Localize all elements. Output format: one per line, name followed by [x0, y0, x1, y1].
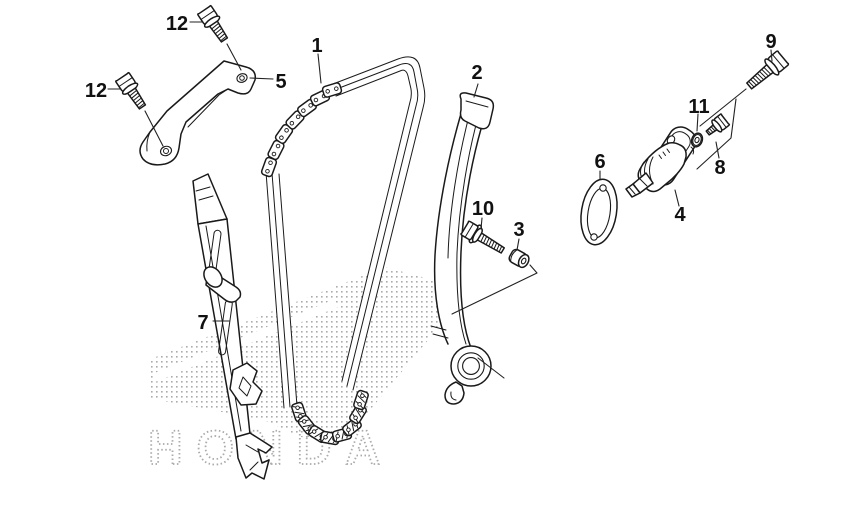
callout-10: 10 [472, 198, 494, 220]
part-washer-bolt [460, 220, 506, 254]
callout-3: 3 [513, 219, 524, 241]
leader-5 [249, 77, 274, 80]
callout-4: 4 [674, 204, 686, 226]
callout-5: 5 [275, 71, 286, 93]
part-cam-chain [260, 56, 426, 446]
part-washer [690, 132, 704, 148]
leader-12b-install [144, 110, 164, 147]
callout-11: 11 [688, 96, 709, 118]
guide-foot [235, 432, 273, 480]
watermark-wing-highlight [152, 299, 338, 382]
bracket-hole-right [236, 73, 248, 83]
callout-12a: 12 [166, 13, 188, 35]
bracket-hole-left [159, 145, 173, 157]
leader-pivot [477, 357, 505, 379]
callout-9: 9 [765, 31, 776, 53]
callout-12b: 12 [85, 80, 107, 102]
part-flange-bolt-12b [114, 71, 151, 113]
leader-9-install-2 [696, 98, 737, 170]
callout-2: 2 [471, 62, 482, 84]
leader-3-install [451, 264, 538, 315]
callout-7: 7 [197, 312, 208, 334]
leader-10 [480, 217, 483, 230]
leader-4 [674, 189, 680, 207]
part-collar [508, 248, 530, 269]
gasket-hole-bottom [590, 233, 598, 241]
callout-labels: 12 12 5 1 2 9 11 8 6 4 10 3 7 [85, 13, 777, 334]
part-sealing-bolt [705, 113, 731, 136]
chain-links-top [260, 81, 343, 179]
part-flange-bolt-9 [746, 50, 790, 90]
part-flange-bolt-12a [196, 4, 233, 46]
callout-6: 6 [594, 151, 605, 173]
honda-watermark: HONDA [147, 267, 448, 476]
leader-lines [107, 21, 773, 379]
leader-9 [770, 49, 773, 62]
leader-2 [473, 83, 479, 98]
leader-11 [696, 113, 699, 132]
leader-3 [516, 238, 520, 251]
leader-12a-install [226, 43, 242, 71]
part-chain-guide-tensioner-side [192, 173, 273, 480]
callout-1: 1 [311, 35, 322, 57]
part-setting-plate [139, 60, 257, 166]
part-tensioner-lifter [625, 126, 697, 198]
gasket-hole-top [599, 184, 607, 192]
part-gasket [580, 178, 618, 246]
leader-9-install [699, 88, 747, 127]
leader-1 [317, 53, 322, 84]
callout-8: 8 [714, 157, 725, 179]
part-cam-chain-guide [430, 92, 495, 405]
